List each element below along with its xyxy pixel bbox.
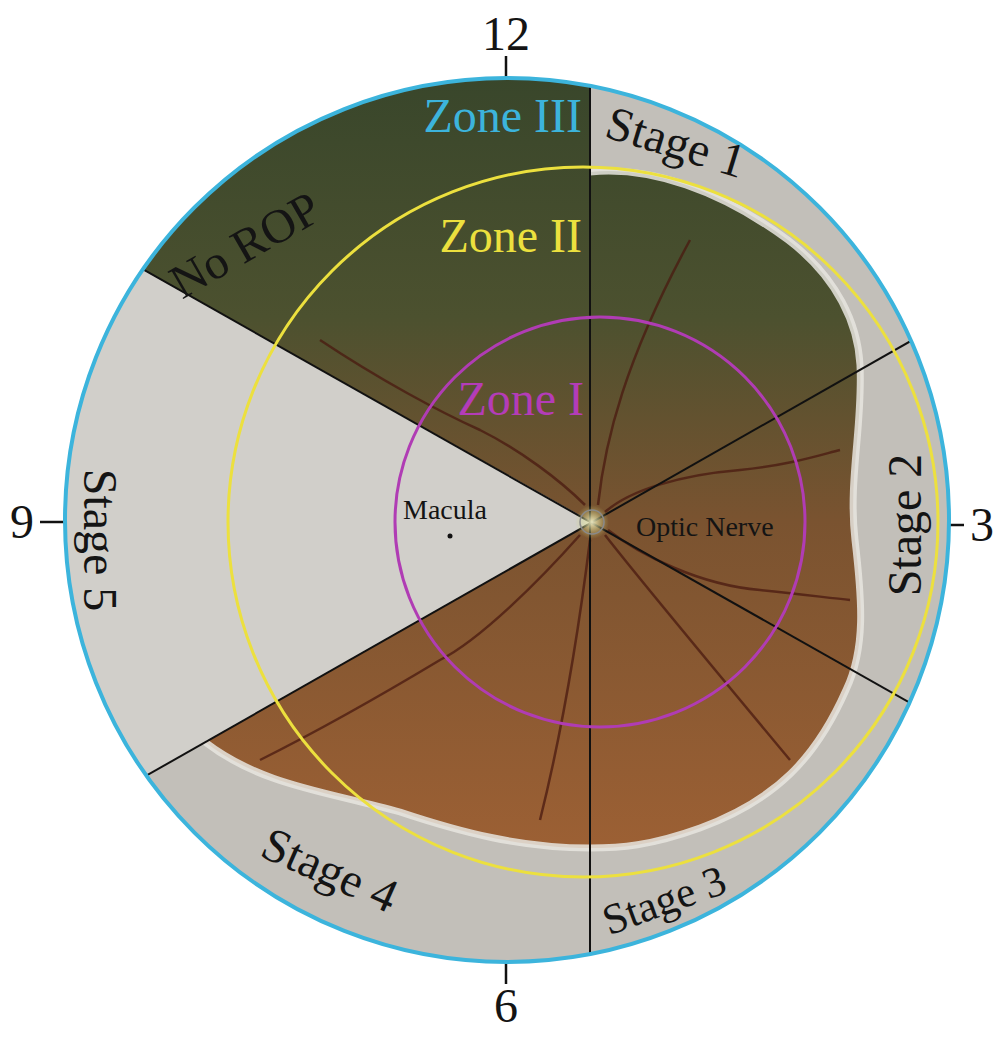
sector-label: Stage 2 [881, 454, 929, 597]
zone-ii-circle [228, 167, 938, 877]
vascular-retina [60, 30, 861, 848]
clock-hour: 12 [482, 10, 530, 58]
zone-i-circle [395, 317, 805, 727]
retinal-vessels [260, 240, 850, 820]
zone-iii-circle [65, 78, 949, 962]
zone-label: Zone III [423, 92, 582, 140]
landmark-label: Optic Nerve [636, 513, 774, 541]
optic-disc-glow [575, 505, 609, 539]
landmark-label: Macula [403, 496, 487, 524]
zone-label: Zone I [457, 375, 584, 423]
optic-disc [580, 510, 604, 534]
zone-region: Zone II Zone I [228, 167, 938, 877]
zone-ii-circle [228, 167, 938, 877]
clock-hour: 9 [10, 498, 34, 546]
zone-iii-circle [65, 78, 949, 962]
clock-hour: 3 [970, 501, 994, 549]
ridge-line [205, 171, 861, 848]
sector-label: Stage 5 [76, 469, 124, 612]
zone-region: Zone III Zone II Zone I [65, 78, 949, 962]
zone-label: Zone II [439, 212, 582, 260]
sector-lines [100, 0, 960, 1037]
clock-ticks [40, 56, 964, 984]
clock-hour: 6 [494, 982, 518, 1030]
macula-dot [448, 534, 453, 539]
